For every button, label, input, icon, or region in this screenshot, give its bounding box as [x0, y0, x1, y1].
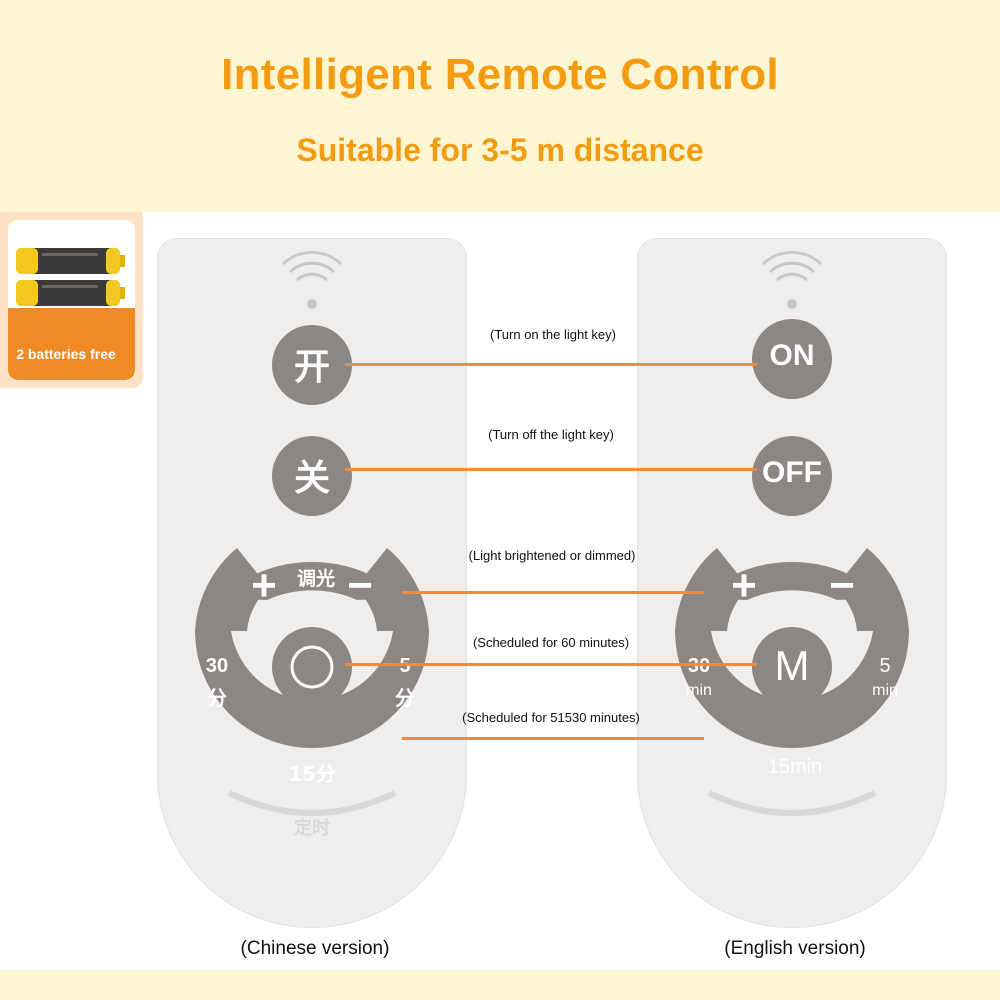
- on-label-en: ON: [769, 339, 815, 372]
- annotation-60: (Scheduled for 60 minutes): [472, 635, 630, 650]
- page-title: Intelligent Remote Control: [221, 50, 779, 99]
- battery-panel: [8, 220, 135, 380]
- dim-label-cn: 调光: [296, 568, 335, 590]
- battery-icon: [16, 248, 125, 306]
- remote-chinese-buttons: [195, 250, 429, 816]
- annotation-51530: (Scheduled for 51530 minutes): [462, 710, 640, 725]
- t30-label-cn: 30: [205, 655, 229, 677]
- minus-label-cn: −: [347, 561, 373, 610]
- minus-label-en: −: [829, 561, 855, 610]
- connector-51530: [402, 737, 704, 740]
- connector-on: [345, 363, 757, 366]
- header-banner: Intelligent Remote Control Suitable for …: [0, 0, 1000, 212]
- off-label-cn: 关: [293, 458, 330, 499]
- t5-unit-en: min: [872, 682, 898, 699]
- remote-english-buttons: [675, 250, 909, 816]
- timer-arc-decor: [707, 790, 877, 816]
- timer-30-button[interactable]: [195, 548, 269, 631]
- off-button[interactable]: [752, 436, 832, 516]
- on-button[interactable]: [272, 325, 352, 405]
- signal-icon: [761, 250, 823, 282]
- t30-label-en: 30: [687, 655, 711, 677]
- connector-60: [345, 663, 757, 666]
- timer-30-button[interactable]: [675, 548, 749, 631]
- t30-unit-en: min: [686, 682, 712, 699]
- indicator-led: [307, 299, 317, 309]
- page-subtitle: Suitable for 3-5 m distance: [296, 132, 704, 168]
- t15-label-cn: 15分: [288, 762, 336, 786]
- annotation-dim: (Light brightened or dimmed): [468, 548, 636, 563]
- annotation-off: (Turn off the light key): [488, 427, 614, 442]
- off-button[interactable]: [272, 436, 352, 516]
- caption-english: (English version): [724, 938, 866, 959]
- timer-ring[interactable]: [195, 631, 429, 748]
- caption-chinese: (Chinese version): [240, 938, 390, 959]
- plus-label-cn: +: [251, 561, 277, 610]
- battery-card: [0, 212, 143, 388]
- annotation-on: (Turn on the light key): [490, 327, 616, 342]
- t30-unit-cn: 分: [207, 686, 227, 710]
- mode-label-en: M: [774, 642, 810, 689]
- connector-off: [345, 468, 757, 471]
- signal-icon: [281, 250, 343, 282]
- t5-label-en: 5: [879, 655, 891, 677]
- battery-tag: [8, 308, 135, 380]
- connector-dim: [402, 591, 704, 594]
- circle-button[interactable]: [272, 627, 352, 707]
- timer-5-button[interactable]: [835, 548, 909, 631]
- footer-band: [0, 970, 1000, 1000]
- plus-label-en: +: [731, 561, 757, 610]
- t15-label-en: 15min: [767, 756, 823, 778]
- on-button[interactable]: [752, 319, 832, 399]
- timer-label-cn: 定时: [294, 818, 330, 839]
- timer-ring[interactable]: [675, 631, 909, 748]
- battery-label: 2 batteries free: [16, 346, 116, 362]
- t5-label-cn: 5: [399, 655, 411, 677]
- on-label-cn: 开: [293, 347, 330, 388]
- timer-5-button[interactable]: [355, 548, 429, 631]
- off-label-en: OFF: [762, 456, 822, 489]
- timer-arc-decor: [227, 790, 397, 816]
- indicator-led: [787, 299, 797, 309]
- mode-button[interactable]: [752, 627, 832, 707]
- circle-icon: [290, 645, 334, 689]
- t5-unit-cn: 分: [395, 686, 415, 710]
